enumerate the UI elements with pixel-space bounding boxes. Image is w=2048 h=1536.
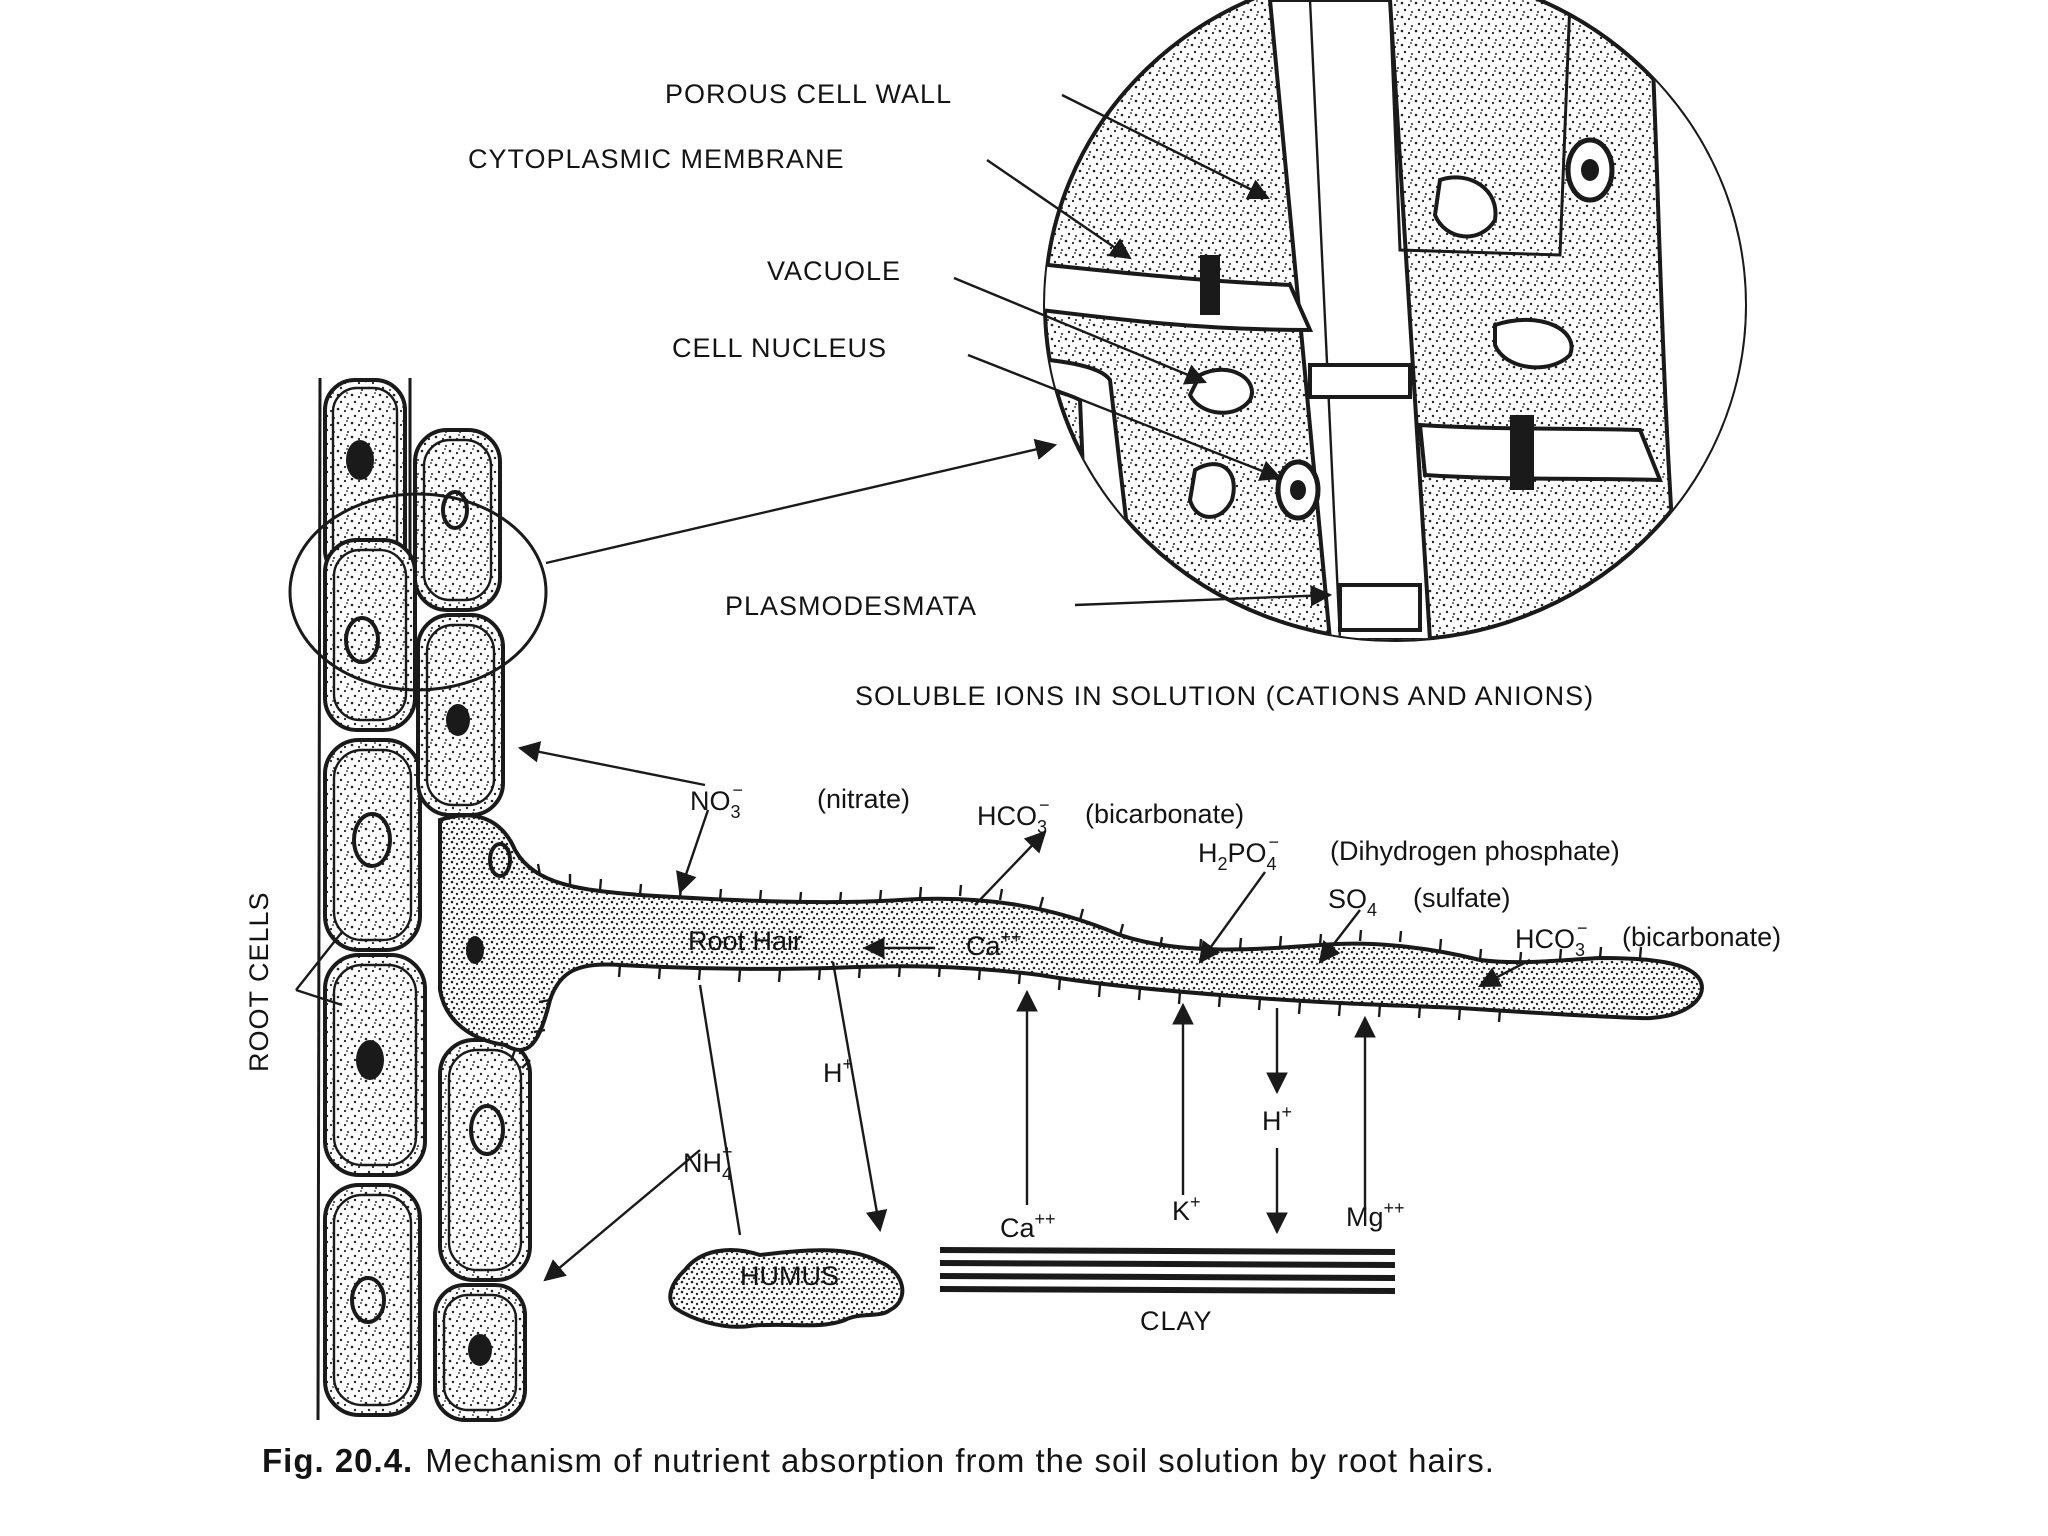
figure-caption: Fig. 20.4.Mechanism of nutrient absorpti…	[262, 1442, 1495, 1479]
label-porous-cell-wall: POROUS CELL WALL	[665, 79, 952, 109]
label-root-cells: ROOT CELLS	[244, 891, 274, 1072]
leader-lines	[295, 93, 1531, 1282]
label-humus: HUMUS	[740, 1261, 839, 1291]
root-cells-bracket-bottom	[295, 988, 343, 1007]
clay-particle	[939, 1247, 1396, 1294]
ion-calcium-clay: Ca++	[1000, 1209, 1056, 1243]
ion-bicarbonate: HCO3−	[977, 795, 1050, 837]
ion-nitrate-name: (nitrate)	[817, 784, 910, 814]
zoom-cell-detail	[1043, 0, 1747, 642]
label-clay: CLAY	[1140, 1306, 1213, 1336]
label-root-hair: Root Hair	[688, 926, 802, 956]
magnification-circle	[288, 492, 548, 692]
ion-nitrate: NO3−	[690, 780, 743, 822]
magnification-arrow	[545, 438, 1058, 565]
bicarbonate-arrow	[974, 830, 1047, 906]
root-cells-bracket-top	[295, 931, 343, 991]
plasmodesmata-pointer	[1074, 584, 1333, 607]
ion-hydrogen-left: H+	[823, 1054, 853, 1088]
porous-cell-wall-pointer	[1061, 93, 1270, 200]
phosphate-arrow	[1198, 871, 1266, 964]
ion-potassium: K+	[1172, 1192, 1201, 1226]
ion-hydrogen-right: H+	[1262, 1102, 1292, 1136]
root-hair-cell	[438, 813, 1704, 1069]
ion-dihydrogen-phosphate: H2PO4−	[1198, 832, 1279, 874]
ion-sulfate: SO4	[1328, 884, 1377, 920]
ammonium-line	[698, 984, 742, 1236]
bicarbonate-tip-arrow	[1478, 958, 1531, 988]
ion-bicarbonate-tip-name: (bicarbonate)	[1622, 922, 1781, 952]
sulfate-arrow	[1318, 909, 1361, 964]
ion-magnesium: Mg++	[1346, 1198, 1405, 1232]
nitrate-arrow-to-root	[517, 741, 706, 787]
humus-particle	[668, 1248, 905, 1329]
cell-nucleus-pointer	[967, 353, 1283, 481]
hydrogen-to-humus-arrow	[831, 961, 888, 1233]
ion-bicarbonate-tip: HCO3−	[1515, 918, 1588, 960]
ion-ammonium: NH4+	[683, 1142, 733, 1184]
label-cytoplasmic-membrane: CYTOPLASMIC MEMBRANE	[468, 144, 845, 174]
ion-calcium-roothair: Ca++	[966, 927, 1022, 961]
ammonium-to-root-arrow	[543, 1149, 701, 1282]
label-plasmodesmata: PLASMODESMATA	[725, 591, 977, 621]
label-vacuole: VACUOLE	[767, 256, 901, 286]
nitrate-arrow-to-hair	[676, 809, 710, 895]
root-cells-column	[288, 377, 548, 1422]
ion-sulfate-name: (sulfate)	[1413, 883, 1511, 913]
ion-bicarbonate-name: (bicarbonate)	[1085, 799, 1244, 829]
cytoplasmic-membrane-pointer	[986, 159, 1132, 260]
ion-dihydrogen-phosphate-name: (Dihydrogen phosphate)	[1330, 836, 1620, 866]
vacuole-pointer	[953, 276, 1207, 385]
label-soluble-ions: SOLUBLE IONS IN SOLUTION (CATIONS AND AN…	[855, 681, 1594, 711]
label-cell-nucleus: CELL NUCLEUS	[672, 333, 887, 363]
